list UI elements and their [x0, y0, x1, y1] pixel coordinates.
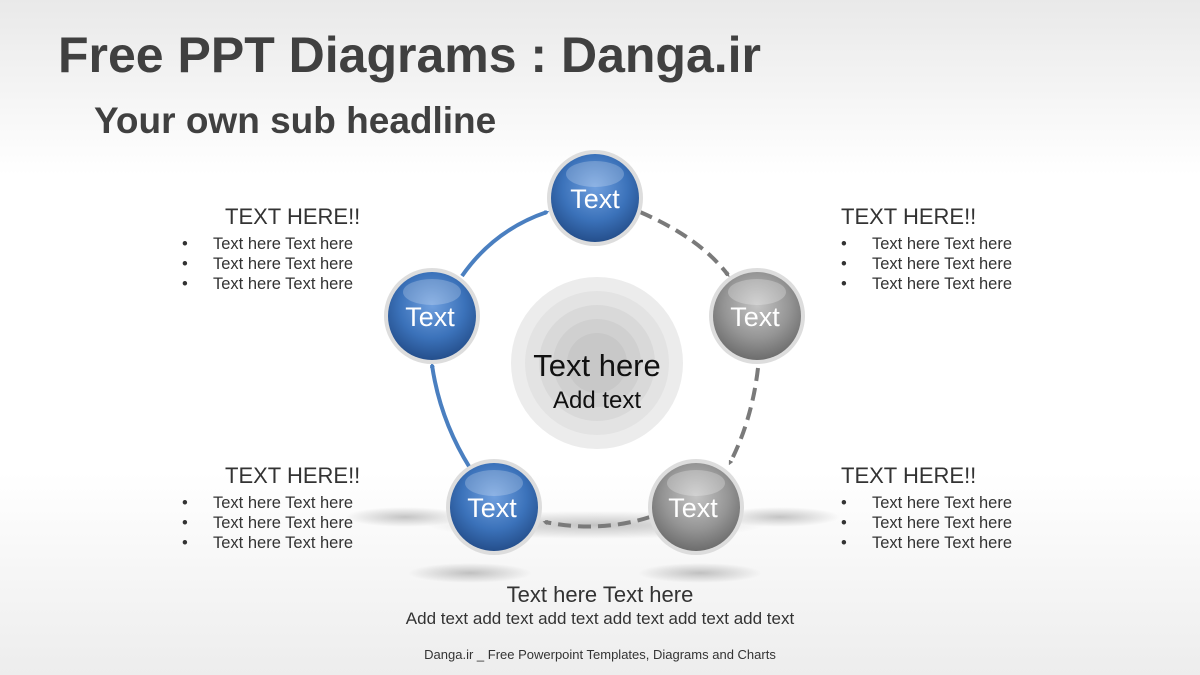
- node-label: Text: [405, 302, 455, 332]
- page-subtitle: Your own sub headline: [94, 100, 497, 141]
- list-item: •Text here Text here: [841, 235, 1013, 253]
- node-shadow: [408, 563, 532, 583]
- list-item: •Text here Text here: [182, 235, 354, 253]
- arrow-right-to-bottom-right: [728, 367, 760, 466]
- node-shadow: [720, 507, 840, 527]
- caption-main: Text here Text here: [506, 582, 694, 607]
- arrow-bottom-right-to-bottom-left: [542, 515, 651, 529]
- footer-text: Danga.ir _ Free Powerpoint Templates, Di…: [424, 647, 776, 662]
- caption-sub: Add text add text add text add text add …: [405, 609, 795, 628]
- node-label: Text: [570, 184, 620, 214]
- page-title: Free PPT Diagrams : Danga.ir: [58, 27, 762, 83]
- node-right[interactable]: Text: [709, 268, 805, 364]
- node-left[interactable]: Text: [384, 268, 480, 364]
- text-block-top-right: TEXT HERE!! •Text here Text here •Text h…: [841, 204, 1012, 294]
- node-bottom-left[interactable]: Text: [446, 459, 542, 555]
- list-item: •Text here Text here: [182, 514, 354, 532]
- list-item: •Text here Text here: [841, 255, 1013, 273]
- list-item: •Text here Text here: [841, 534, 1013, 552]
- list-item: •Text here Text here: [182, 275, 354, 293]
- node-top[interactable]: Text: [547, 150, 643, 246]
- node-label: Text: [668, 493, 718, 523]
- block-heading: TEXT HERE!!: [225, 204, 361, 229]
- center-main-text: Text here: [533, 348, 661, 383]
- block-heading: TEXT HERE!!: [225, 463, 361, 488]
- arrow-top-to-right: [639, 210, 730, 277]
- text-block-bottom-right: TEXT HERE!! •Text here Text here •Text h…: [841, 463, 1012, 553]
- list-item: •Text here Text here: [841, 514, 1013, 532]
- arrow-left-to-top: [460, 210, 550, 278]
- node-bottom-right[interactable]: Text: [648, 459, 744, 555]
- list-item: •Text here Text here: [182, 534, 354, 552]
- list-item: •Text here Text here: [841, 275, 1013, 293]
- center-disc: [511, 277, 683, 449]
- text-block-top-left: TEXT HERE!! •Text here Text here •Text h…: [182, 204, 360, 294]
- block-heading: TEXT HERE!!: [841, 463, 977, 488]
- list-item: •Text here Text here: [182, 255, 354, 273]
- text-block-bottom-left: TEXT HERE!! •Text here Text here •Text h…: [182, 463, 360, 553]
- center-sub-text: Add text: [553, 387, 641, 414]
- node-label: Text: [730, 302, 780, 332]
- arrow-bottom-left-to-left: [429, 362, 472, 470]
- list-item: •Text here Text here: [182, 494, 354, 512]
- block-heading: TEXT HERE!!: [841, 204, 977, 229]
- list-item: •Text here Text here: [841, 494, 1013, 512]
- node-shadow: [638, 563, 762, 583]
- node-label: Text: [467, 493, 517, 523]
